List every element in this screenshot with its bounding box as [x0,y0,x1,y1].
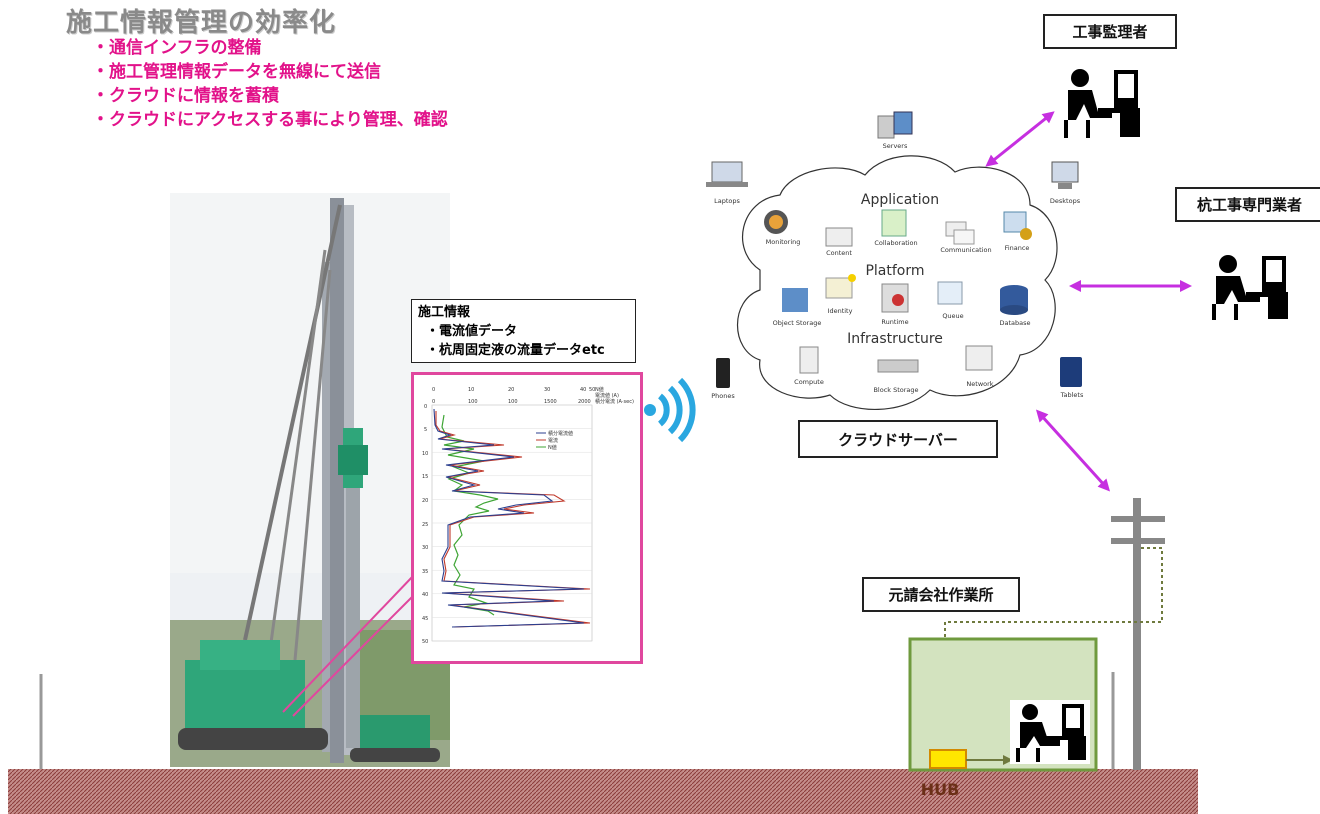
contractor-office-label: 元請会社作業所 [862,577,1020,612]
bullet-item: ・クラウドにアクセスする事により管理、確認 [92,110,448,130]
top-tick: 40 [580,387,586,393]
current-series [435,411,591,628]
bullet-item: ・クラウドに情報を蓄積 [92,86,279,106]
bottom-tick: 2000 [578,399,591,405]
depth-tick: 20 [422,498,428,504]
depth-tick: 15 [422,474,428,480]
supervisor-arrow [985,111,1055,167]
depth-tick: 45 [422,616,428,622]
hub-box [929,749,967,769]
service-label: Network [966,380,993,388]
ground [8,769,1198,814]
service-label: Collaboration [874,239,917,247]
construction-info-box: 施工情報 ・電流値データ ・杭周固定液の流量データetc [411,299,636,363]
supervisor-label: 工事監理者 [1043,14,1177,49]
depth-tick: 50 [422,639,428,645]
depth-tick: 10 [422,451,428,457]
wifi-icon [644,377,696,443]
top-tick: 20 [508,387,514,393]
depth-tick: 30 [422,545,428,551]
pile-specialist-label: 杭工事専門業者 [1175,187,1320,222]
axis-label: N値 [595,386,604,393]
construction-info-item: ・杭周固定液の流量データetc [426,343,605,358]
bottom-tick: 100 [468,399,478,405]
device-label: Tablets [1060,391,1084,399]
bullet-item: ・施工管理情報データを無線にて送信 [92,62,381,82]
pole-arrow [1035,409,1111,492]
service-label: Compute [794,378,824,386]
service-label: Database [999,319,1030,327]
device-label: Laptops [714,197,740,205]
construction-info-title: 施工情報 [418,305,471,320]
service-label: Queue [942,312,963,320]
device-label: Phones [711,392,735,400]
worker-icon [1010,700,1090,764]
service-label: Finance [1005,244,1030,252]
bottom-tick: 0 [432,399,435,405]
depth-tick: 35 [422,569,428,575]
nvalue-series [441,414,499,616]
graph-legend: 積分電流値 電流 N値 [536,430,573,451]
device-icons [706,111,1082,388]
service-label: Content [826,249,852,257]
construction-info-item: ・電流値データ [426,324,518,339]
layer-label: Platform [865,263,924,279]
depth-tick: 25 [422,522,428,528]
hub-label: HUB [921,780,960,799]
legend-item: 電流 [548,437,558,444]
axis-label: 積分電流 (A·sec) [595,398,634,405]
bullet-item: ・通信インフラの整備 [92,38,262,58]
top-tick: 50 [589,387,595,393]
cloud-service-icons [764,209,1032,374]
utility-pole [1111,498,1165,770]
layer-label: Application [861,192,939,208]
depth-tick: 5 [424,427,427,433]
legend-item: N値 [548,444,557,451]
worker-icon [1206,250,1290,322]
device-label: Servers [883,142,908,150]
integral-series [433,408,585,628]
top-tick: 30 [544,387,550,393]
depth-tick: 0 [424,404,427,410]
axis-label: 電流値 (A) [595,392,619,399]
bottom-tick: 1500 [544,399,557,405]
device-label: Desktops [1050,197,1081,205]
pile-rig-photo [170,193,450,767]
service-label: Block Storage [873,386,918,394]
depth-tick: 40 [422,592,428,598]
service-label: Monitoring [766,238,801,246]
service-label: Identity [828,307,853,315]
service-label: Runtime [881,318,908,326]
bullet-list: ・通信インフラの整備 ・施工管理情報データを無線にて送信 ・クラウドに情報を蓄積… [92,36,448,132]
layer-label: Infrastructure [847,331,943,347]
page-title: 施工情報管理の効率化 [66,8,337,38]
legend-item: 積分電流値 [548,430,573,437]
graph-svg: 0 10 20 30 40 50 0 100 100 1500 2000 N値 … [422,386,634,645]
worker-icon [1058,60,1142,140]
bottom-tick: 100 [508,399,518,405]
cloud-server-label: クラウドサーバー [798,420,998,458]
top-tick: 10 [468,387,474,393]
construction-data-graph: 0 10 20 30 40 50 0 100 100 1500 2000 N値 … [411,372,643,664]
service-label: Object Storage [773,319,822,327]
top-tick: 0 [432,387,435,393]
service-label: Communication [940,246,991,254]
